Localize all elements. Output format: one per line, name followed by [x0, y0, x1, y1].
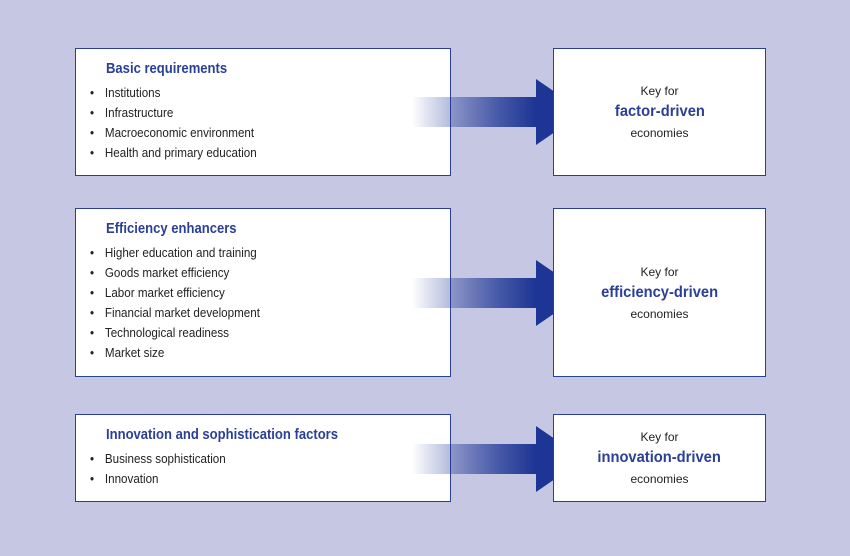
- list-item: •Innovation: [90, 469, 226, 489]
- key-for-label: Key for: [640, 430, 679, 444]
- key-for-label: Key for: [640, 84, 679, 98]
- box-title: Innovation and sophistication factors: [106, 427, 339, 443]
- requirements-box-basic: Basic requirements •Institutions •Infras…: [75, 48, 451, 176]
- box-title: Basic requirements: [106, 61, 228, 77]
- economy-type-label: efficiency-driven: [601, 283, 718, 301]
- requirements-box-efficiency: Efficiency enhancers •Higher education a…: [75, 208, 451, 377]
- list-item: •Technological readiness: [90, 323, 260, 343]
- bullet-icon: •: [90, 106, 95, 120]
- list-item: •Health and primary education: [90, 143, 257, 163]
- key-for-label: Key for: [640, 264, 679, 279]
- bullet-icon: •: [90, 452, 95, 466]
- box-title: Efficiency enhancers: [106, 221, 237, 237]
- list-item: •Goods market efficiency: [90, 263, 260, 283]
- bullet-icon: •: [90, 472, 95, 486]
- economy-type-label: factor-driven: [614, 103, 705, 120]
- arrow-right-icon: [412, 79, 584, 145]
- key-box-factor-driven: Key for factor-driven economies: [553, 48, 766, 176]
- bullet-icon: •: [90, 86, 95, 100]
- bullet-icon: •: [90, 306, 95, 320]
- factor-list: •Business sophistication •Innovation: [90, 449, 236, 489]
- list-item: •Infrastructure: [90, 103, 257, 123]
- arrow-right-icon: [412, 260, 584, 326]
- arrow-right-icon: [412, 426, 584, 492]
- economies-label: economies: [630, 306, 689, 321]
- economies-label: economies: [630, 126, 689, 140]
- bullet-icon: •: [90, 126, 95, 140]
- list-item: •Market size: [90, 343, 260, 363]
- factor-list: •Institutions •Infrastructure •Macroecon…: [90, 83, 269, 163]
- bullet-icon: •: [90, 326, 95, 340]
- factor-list: •Higher education and training •Goods ma…: [90, 243, 273, 363]
- list-item: •Labor market efficiency: [90, 283, 260, 303]
- requirements-box-innovation: Innovation and sophistication factors •B…: [75, 414, 451, 502]
- list-item: •Financial market development: [90, 303, 260, 323]
- list-item: •Business sophistication: [90, 449, 226, 469]
- economy-type-label: innovation-driven: [597, 449, 722, 466]
- list-item: •Macroeconomic environment: [90, 123, 257, 143]
- list-item: •Higher education and training: [90, 243, 260, 263]
- bullet-icon: •: [90, 246, 95, 260]
- key-box-innovation-driven: Key for innovation-driven economies: [553, 414, 766, 502]
- economies-label: economies: [630, 472, 689, 486]
- list-item: •Institutions: [90, 83, 257, 103]
- key-box-efficiency-driven: Key for efficiency-driven economies: [553, 208, 766, 377]
- bullet-icon: •: [90, 266, 95, 280]
- bullet-icon: •: [90, 146, 95, 160]
- bullet-icon: •: [90, 286, 95, 300]
- bullet-icon: •: [90, 346, 95, 360]
